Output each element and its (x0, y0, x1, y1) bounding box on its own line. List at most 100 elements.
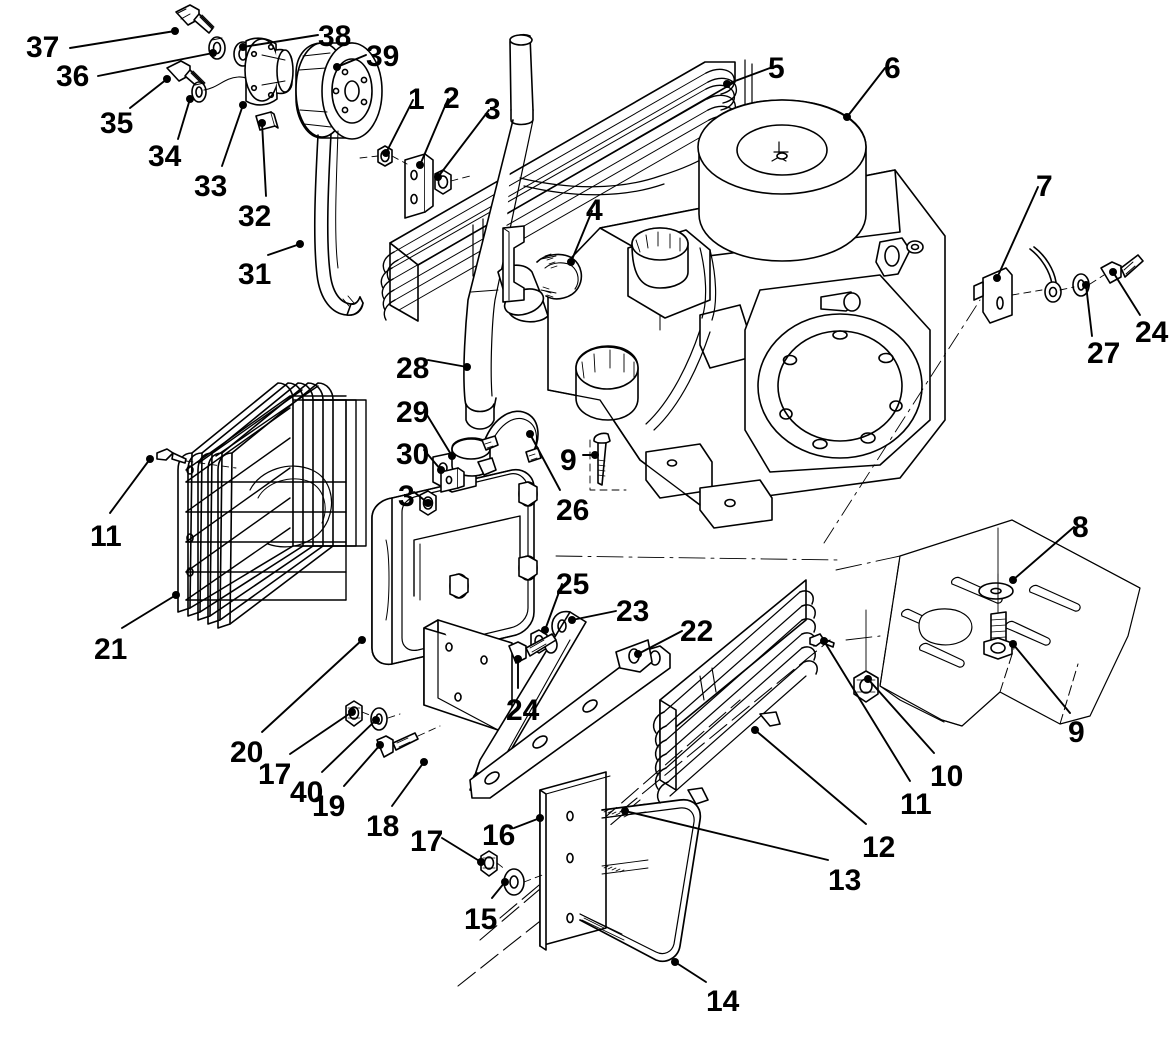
leader-dot-37 (171, 27, 179, 35)
wire-screen-guard-21 (176, 378, 367, 629)
callout-label-5: 5 (768, 52, 785, 85)
callout-label-32: 32 (238, 200, 272, 233)
leader-dot-19 (376, 741, 384, 749)
bolt-9-shield (983, 527, 1013, 660)
leader-dot-14 (671, 958, 679, 966)
leader-line-20 (261, 639, 363, 733)
engine-assembly-6 (547, 99, 946, 529)
leader-dot-3 (434, 173, 442, 181)
leader-dot-1 (382, 149, 390, 157)
u-bolt-14 (579, 798, 702, 963)
leader-line-14 (674, 961, 707, 983)
leader-dot-23 (568, 616, 576, 624)
callout-label-14: 14 (706, 985, 740, 1018)
leader-dot-17 (348, 708, 356, 716)
leader-line-4 (570, 210, 593, 263)
leader-dot-11 (146, 455, 154, 463)
callout-label-9: 9 (560, 444, 577, 477)
leader-dot-7 (993, 274, 1001, 282)
callout-label-38: 38 (318, 20, 352, 53)
callout-label-7: 7 (1036, 170, 1053, 203)
callout-label-29: 29 (396, 396, 430, 429)
leader-dot-13 (621, 807, 629, 815)
callout-label-11: 11 (90, 520, 122, 553)
leader-dot-39 (333, 63, 341, 71)
callout-label-1: 1 (408, 83, 425, 116)
leader-dot-38 (239, 43, 247, 51)
drive-belt-31 (313, 130, 364, 316)
leader-dot-33 (239, 101, 247, 109)
leader-line-19 (343, 744, 381, 787)
ignition-switch-7 (973, 246, 1062, 324)
muffler-clamp-29 (481, 410, 542, 463)
callout-label-17: 17 (410, 825, 444, 858)
leader-line-29 (423, 409, 453, 457)
bolt-24-right (1100, 254, 1144, 284)
leader-line-16 (513, 817, 541, 829)
leader-line-35 (129, 78, 168, 109)
leader-dot-21 (172, 591, 180, 599)
callout-label-28: 28 (396, 352, 430, 385)
leader-line-36 (97, 52, 214, 77)
pipe-clip-bracket (502, 225, 525, 303)
leader-dot-31 (296, 240, 304, 248)
leader-dot-36 (209, 49, 217, 57)
bolt-9-center (589, 432, 627, 491)
leader-line-37 (69, 30, 176, 49)
callout-label-6: 6 (884, 52, 901, 85)
leader-line-17 (441, 837, 482, 863)
leader-line-1 (385, 99, 414, 154)
leader-dot-22 (634, 650, 642, 658)
leader-line-3 (437, 109, 490, 178)
leader-line-18 (391, 761, 425, 807)
callout-label-4: 4 (586, 194, 603, 227)
callout-label-20: 20 (230, 736, 264, 769)
callout-label-17: 17 (258, 758, 292, 791)
leader-dot-35 (163, 75, 171, 83)
heat-shield-panel (879, 519, 1141, 727)
locknut-10 (853, 670, 879, 703)
leader-line-31 (267, 243, 301, 256)
callout-label-26: 26 (556, 494, 590, 527)
callout-label-19: 19 (312, 790, 346, 823)
leader-line-38 (242, 34, 319, 48)
callout-label-16: 16 (482, 819, 516, 852)
leader-dot-3 (424, 499, 432, 507)
callout-label-3: 3 (484, 93, 501, 126)
callout-label-24: 24 (506, 694, 540, 727)
muffler-20 (371, 437, 538, 666)
callout-label-2: 2 (443, 82, 460, 115)
leader-dot-9 (1009, 640, 1017, 648)
leader-dot-4 (567, 258, 575, 266)
washer-34 (191, 81, 207, 103)
leader-line-27 (1085, 284, 1093, 337)
leader-dot-20 (358, 636, 366, 644)
leader-line-11 (823, 640, 911, 782)
leader-dot-6 (843, 113, 851, 121)
callout-label-24: 24 (1135, 316, 1169, 349)
leader-dot-28 (463, 363, 471, 371)
leader-line-8 (1012, 526, 1075, 581)
callout-label-11: 11 (900, 788, 932, 821)
screw-11-left (156, 448, 187, 464)
leader-dot-40 (372, 716, 380, 724)
callout-label-13: 13 (828, 864, 862, 897)
leader-line-21 (121, 594, 177, 629)
mount-plate-16 (539, 771, 611, 951)
leader-dot-30 (437, 466, 445, 474)
leader-line-25 (544, 583, 563, 631)
leader-dot-34 (186, 95, 194, 103)
washer-8 (978, 582, 1014, 600)
bolt-37 (175, 4, 215, 34)
leader-dot-29 (448, 452, 456, 460)
leader-line-26 (529, 433, 561, 491)
leader-dot-5 (723, 80, 731, 88)
leader-dot-18 (420, 758, 428, 766)
leader-dot-24 (1109, 268, 1117, 276)
leader-dot-11 (820, 637, 828, 645)
leader-dot-2 (416, 161, 424, 169)
lower-oil-cooler-12 (652, 579, 818, 805)
callout-label-37: 37 (26, 31, 60, 64)
